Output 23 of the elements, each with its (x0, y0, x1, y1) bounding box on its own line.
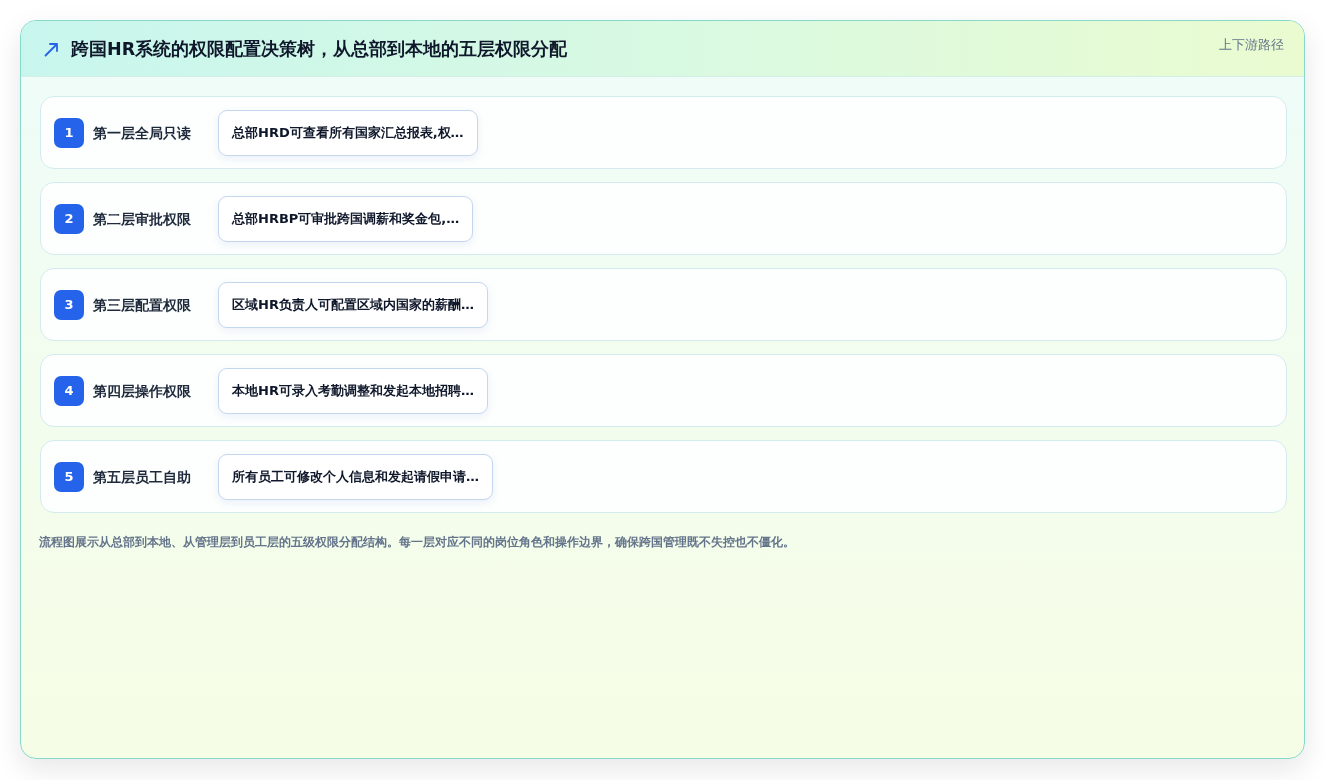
layer-title: 第一层全局只读 (93, 124, 191, 142)
step-badge: 5 (54, 462, 84, 492)
layer-title: 第二层审批权限 (93, 210, 191, 228)
permission-card: 区域HR负责人可配置区域内国家的薪酬… (218, 282, 488, 328)
permission-card: 总部HRBP可审批跨国调薪和奖金包,… (218, 196, 474, 242)
layer-title: 第五层员工自助 (93, 468, 191, 486)
layer-title: 第三层配置权限 (93, 296, 191, 314)
layer-row (40, 354, 1287, 427)
layer-row (40, 182, 1287, 255)
step-badge: 1 (54, 118, 84, 148)
permission-card: 总部HRD可查看所有国家汇总报表,权… (218, 110, 478, 156)
permission-card: 所有员工可修改个人信息和发起请假申请… (218, 454, 493, 500)
layer-row (40, 268, 1287, 341)
step-badge: 3 (54, 290, 84, 320)
layer-row (40, 96, 1287, 169)
step-badge: 4 (54, 376, 84, 406)
layer-title: 第四层操作权限 (93, 382, 191, 400)
permission-card: 本地HR可录入考勤调整和发起本地招聘… (218, 368, 488, 414)
title: 跨国HR系统的权限配置决策树，从总部到本地的五层权限分配 (71, 38, 568, 60)
caption: 流程图展示从总部到本地、从管理层到员工层的五级权限分配结构。每一层对应不同的岗位角色和操作边界，确保跨国管理既不失控也不僵化。 (39, 534, 795, 550)
layer-row (40, 440, 1287, 513)
step-badge: 2 (54, 204, 84, 234)
header-note: 上下游路径 (1219, 37, 1284, 53)
